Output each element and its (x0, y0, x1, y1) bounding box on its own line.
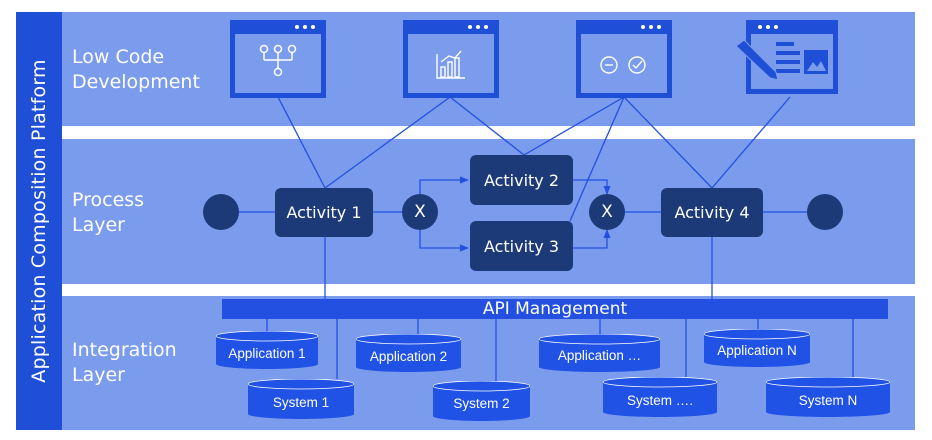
approve-reject-icon (576, 20, 672, 102)
activity-4: Activity 4 (661, 188, 763, 237)
system-1-label: System 1 (272, 395, 330, 410)
application-ellipsis-label: Application … (557, 348, 642, 363)
application-ellipsis-database: Application … (539, 334, 660, 372)
integration-layer-label: Integration Layer (72, 339, 177, 386)
system-2-database: System 2 (433, 381, 530, 421)
application-2-label: Application 2 (369, 349, 448, 364)
split-gateway: X (402, 194, 438, 230)
join-gateway: X (589, 194, 625, 230)
system-ellipsis-database: System …. (603, 377, 717, 417)
application-n-label: Application N (717, 343, 797, 358)
api-management-bar: API Management (222, 299, 888, 319)
activity-3: Activity 3 (470, 221, 573, 271)
activity-1: Activity 1 (275, 188, 373, 237)
application-1-label: Application 1 (228, 346, 306, 361)
system-2-label: System 2 (453, 396, 510, 411)
system-1-database: System 1 (248, 379, 354, 419)
flow-chart-icon (230, 20, 326, 102)
application-2-database: Application 2 (356, 334, 461, 372)
low-code-layer-label: Low Code Development (72, 46, 200, 93)
system-ellipsis-label: System …. (626, 393, 693, 408)
form-design-icon (732, 16, 842, 102)
process-layer-label: Process Layer (72, 189, 145, 236)
platform-title-bar: Application Composition Platform (16, 12, 62, 430)
system-n-label: System N (798, 393, 858, 408)
application-n-database: Application N (704, 329, 810, 367)
activity-2: Activity 2 (470, 155, 573, 205)
end-event (807, 194, 843, 230)
system-n-database: System N (766, 377, 890, 417)
start-event (203, 194, 239, 230)
application-1-database: Application 1 (216, 331, 318, 369)
bar-chart-icon (403, 20, 499, 102)
